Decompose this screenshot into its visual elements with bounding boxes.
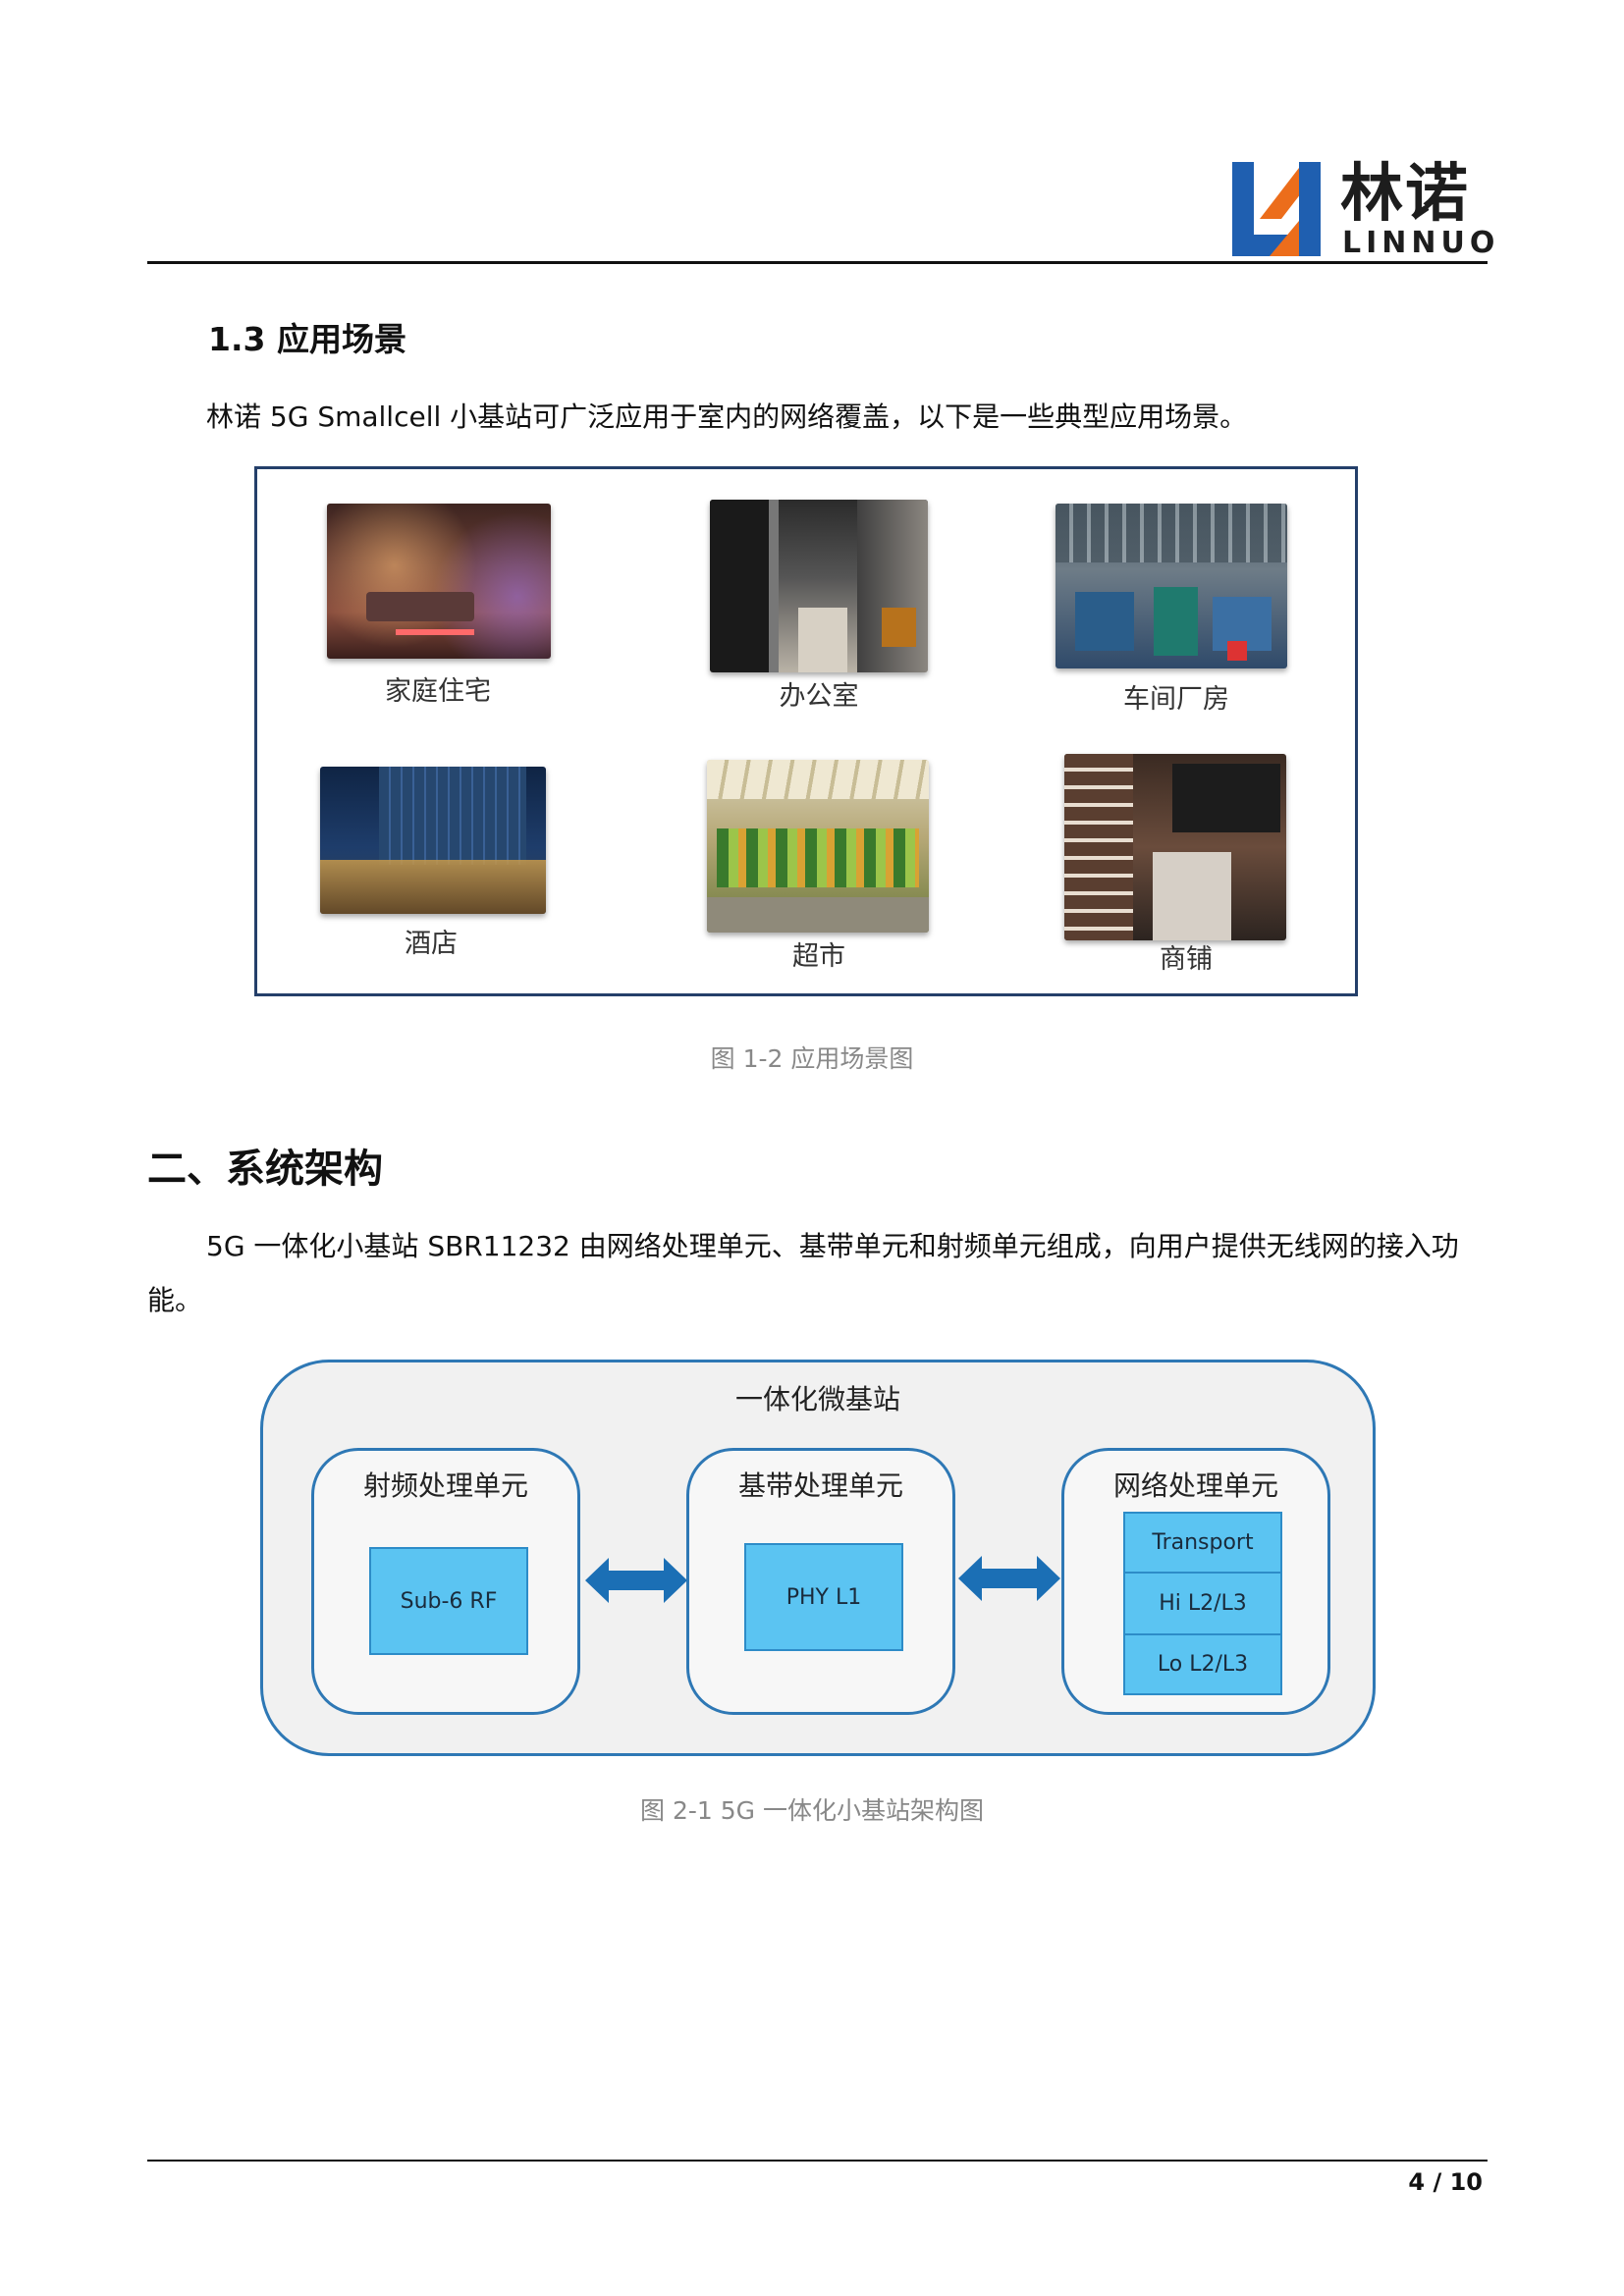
section-paragraph-2-line1: 5G 一体化小基站 SBR11232 由网络处理单元、基带单元和射频单元组成，向… [206, 1230, 1459, 1262]
office-corridor-photo [710, 500, 928, 672]
rf-processing-unit: 射频处理单元 Sub-6 RF [311, 1448, 580, 1715]
logo-english-text: LINNUO [1342, 226, 1500, 260]
section-heading-2: 二、系统架构 [147, 1147, 383, 1192]
block-phy-l1: PHY L1 [744, 1543, 903, 1651]
home-interior-photo [327, 504, 551, 659]
bidirectional-arrow-icon [958, 1556, 1060, 1601]
block-transport: Transport [1123, 1512, 1282, 1574]
section-heading-1-3: 1.3 应用场景 [208, 320, 406, 358]
scene-label-office: 办公室 [779, 681, 859, 712]
section-paragraph-2-line2: 能。 [147, 1284, 203, 1316]
logo-chinese-text: 林诺 [1340, 158, 1470, 231]
block-sub6-rf: Sub-6 RF [369, 1547, 528, 1655]
shop-store-photo [1064, 754, 1286, 940]
supermarket-photo [707, 760, 929, 933]
block-lo-l2-l3: Lo L2/L3 [1123, 1633, 1282, 1695]
baseband-processing-unit: 基带处理单元 PHY L1 [686, 1448, 955, 1715]
unit-title-baseband: 基带处理单元 [737, 1469, 903, 1502]
linnuo-logo-icon [1232, 162, 1321, 256]
unit-title-rf: 射频处理单元 [362, 1469, 528, 1502]
company-logo: 林诺 LINNUO [1230, 158, 1494, 260]
figure-caption-2-1: 图 2-1 5G 一体化小基站架构图 [640, 1796, 984, 1825]
scene-label-home: 家庭住宅 [385, 676, 491, 707]
scene-label-supermarket: 超市 [792, 941, 845, 972]
diagram-title: 一体化微基站 [734, 1383, 900, 1415]
block-hi-l2-l3: Hi L2/L3 [1123, 1572, 1282, 1635]
scene-label-shop: 商铺 [1160, 944, 1213, 975]
footer-divider [147, 2160, 1488, 2162]
page-number: 4 / 10 [1408, 2168, 1483, 2196]
hotel-building-photo [320, 767, 546, 914]
section-paragraph-1-3: 林诺 5G Smallcell 小基站可广泛应用于室内的网络覆盖，以下是一些典型… [206, 400, 1248, 433]
architecture-diagram: 一体化微基站 射频处理单元 Sub-6 RF 基带处理单元 PHY L1 网络处… [260, 1360, 1376, 1756]
network-processing-unit: 网络处理单元 Transport Hi L2/L3 Lo L2/L3 [1061, 1448, 1330, 1715]
unit-title-network: 网络处理单元 [1112, 1469, 1278, 1502]
figure-caption-1-2: 图 1-2 应用场景图 [710, 1044, 914, 1073]
scene-label-factory: 车间厂房 [1123, 684, 1229, 715]
scene-label-hotel: 酒店 [405, 929, 458, 959]
factory-workshop-photo [1056, 504, 1287, 668]
application-scenes-figure: 家庭住宅 办公室 车间厂房 酒店 超市 商铺 [254, 466, 1358, 996]
header-divider [147, 261, 1488, 264]
bidirectional-arrow-icon [585, 1558, 687, 1603]
